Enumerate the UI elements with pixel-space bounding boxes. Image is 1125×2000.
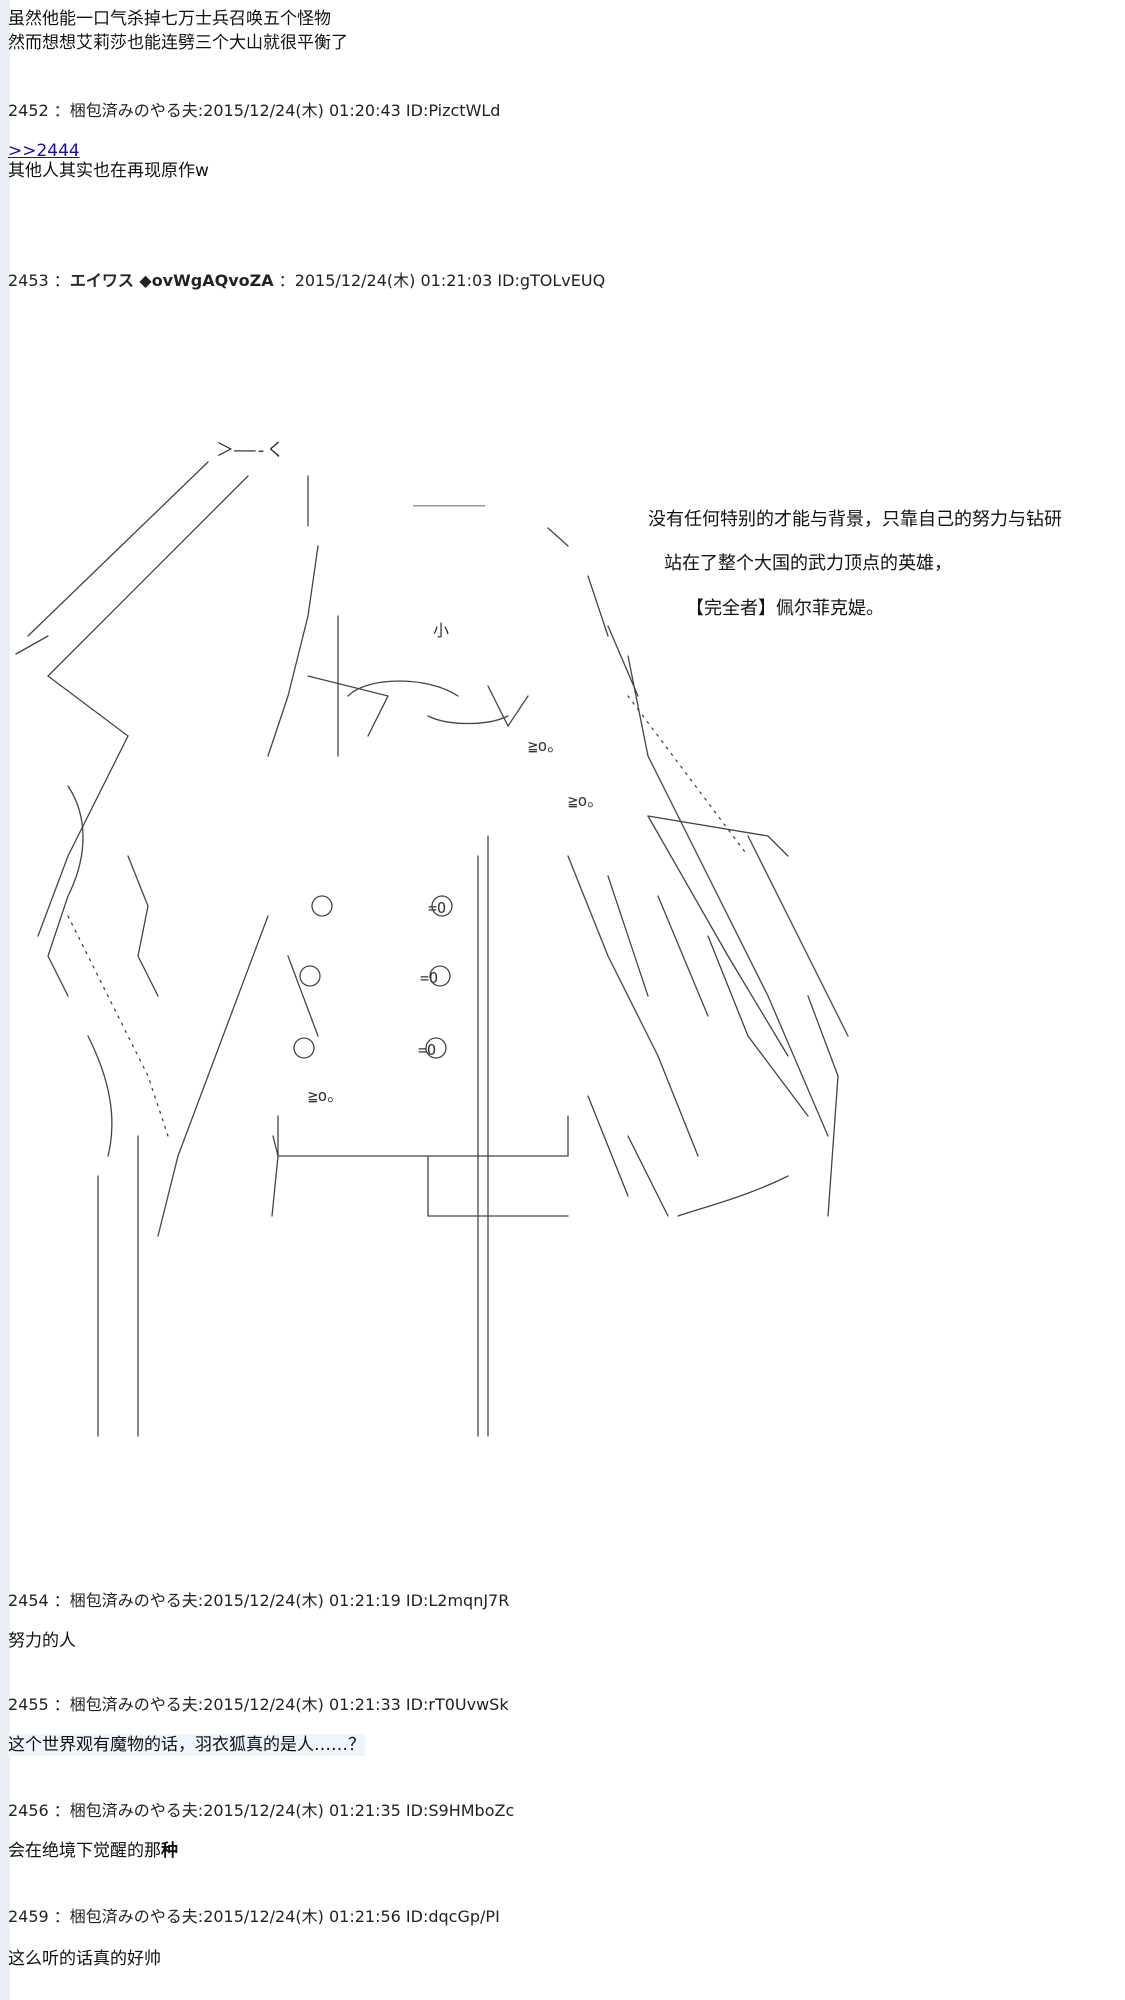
post-2459-header: 2459 ：梱包済みのやる夫:2015/12/24(木) 01:21:56 ID… [8,1907,500,1926]
caption-line-2: 站在了整个大国的武力顶点的英雄， [664,553,952,574]
post-2456-body-text: 会在绝境下觉醒的那 [8,1841,161,1861]
aa-eq-3: ≧o。 [308,1086,343,1105]
post-2455-header: 2455 ：梱包済みのやる夫:2015/12/24(木) 01:21:33 ID… [8,1695,509,1714]
post-2453-meta: ：2015/12/24(木) 01:21:03 ID:gTOLvEUQ [273,271,606,290]
post-2454-header: 2454 ：梱包済みのやる夫:2015/12/24(木) 01:21:19 ID… [8,1591,510,1610]
top-line-2: 然而想想艾莉莎也能连劈三个大山就很平衡了 [8,33,348,53]
post-2459-body: 这么听的话真的好帅 [8,1949,161,1969]
aa-eq-1: ≧o。 [528,736,563,755]
aa-small: 小 [433,621,449,640]
post-2453-number: 2453 ： [8,271,70,290]
aa-button-2: =O [420,969,438,987]
post-2453-header: 2453 ：エイワス ◆ovWgAQvoZA ：2015/12/24(木) 01… [8,270,605,292]
ascii-art-drawing: ＞――‐く ＿＿＿＿ 小 ≧o。 ≧o。 [15,440,849,1437]
top-line-1: 虽然他能一口气杀掉七万士兵召唤五个怪物 [8,9,331,29]
aa-button-1: =O [428,899,446,917]
left-margin-strip [0,0,10,2000]
ascii-art-illustration: ＞――‐く ＿＿＿＿ 小 ≧o。 ≧o。 [8,436,1108,1486]
caption-line-3: 【完全者】佩尔菲克媞。 [686,598,884,619]
aa-button-3: =O [418,1041,436,1059]
post-2455-body: 这个世界观有魔物的话，羽衣狐真的是人……？ [8,1734,365,1756]
post-2452-reply-link[interactable]: >>2444 [8,141,80,161]
post-2456-header: 2456 ：梱包済みのやる夫:2015/12/24(木) 01:21:35 ID… [8,1801,515,1820]
post-2452-header: 2452 ：梱包済みのやる夫:2015/12/24(木) 01:20:43 ID… [8,101,501,120]
caption-line-1: 没有任何特别的才能与背景，只靠自己的努力与钻研 [648,509,1062,530]
aa-brim: ＿＿＿＿ [413,488,485,509]
post-2456-body-bold: 种 [161,1841,178,1861]
post-2456-body: 会在绝境下觉醒的那种 [8,1840,178,1862]
aa-hat-top: ＞――‐く [216,440,285,461]
aa-eq-2: ≧o。 [568,791,603,810]
post-2452-body: 其他人其实也在再现原作w [8,161,209,181]
post-2454-body: 努力的人 [8,1631,76,1651]
post-2453-author[interactable]: エイワス ◆ovWgAQvoZA [69,271,274,290]
